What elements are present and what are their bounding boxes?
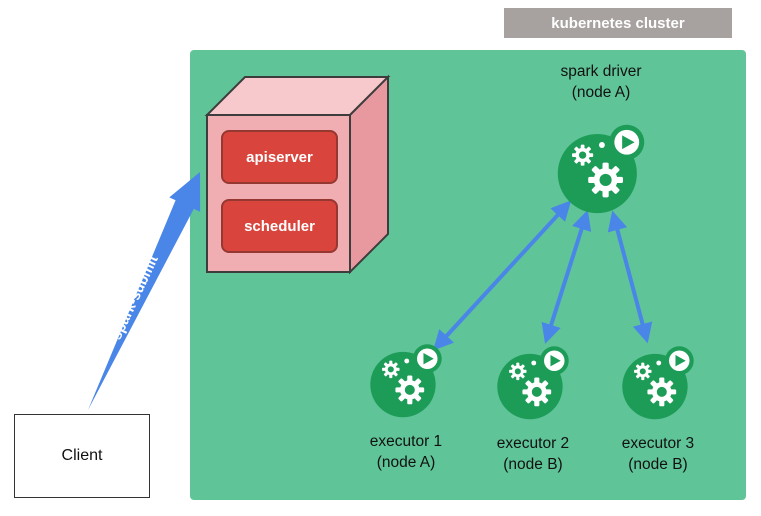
scheduler-box: scheduler bbox=[221, 199, 338, 253]
client-label: Client bbox=[61, 447, 103, 464]
spark-driver-node: (node A) bbox=[571, 84, 631, 101]
spark-driver-pod-icon bbox=[555, 122, 647, 214]
kubernetes-cluster-label: kubernetes cluster bbox=[504, 8, 732, 38]
executor-3-label: executor 3 (node B) bbox=[578, 433, 738, 475]
apiserver-box: apiserver bbox=[221, 130, 338, 184]
executor-1-pod-icon bbox=[368, 342, 444, 418]
executor-2-title: executor 2 bbox=[496, 435, 570, 452]
executor-3-node: (node B) bbox=[628, 456, 688, 473]
client-box: Client bbox=[14, 414, 150, 498]
executor-1-node: (node A) bbox=[376, 454, 436, 471]
executor-1-title: executor 1 bbox=[369, 433, 443, 450]
spark-driver-title: spark driver bbox=[560, 63, 642, 80]
executor-3-pod-icon bbox=[620, 344, 696, 420]
spark-submit-label: spark-submit bbox=[108, 253, 162, 343]
spark-driver-label: spark driver (node A) bbox=[506, 61, 696, 103]
executor-3-title: executor 3 bbox=[621, 435, 695, 452]
scheduler-label: scheduler bbox=[244, 217, 315, 235]
executor-2-node: (node B) bbox=[503, 456, 563, 473]
apiserver-label: apiserver bbox=[246, 148, 313, 166]
executor-2-pod-icon bbox=[495, 344, 571, 420]
executor-1-label: executor 1 (node A) bbox=[326, 431, 486, 473]
executor-2-label: executor 2 (node B) bbox=[453, 433, 613, 475]
